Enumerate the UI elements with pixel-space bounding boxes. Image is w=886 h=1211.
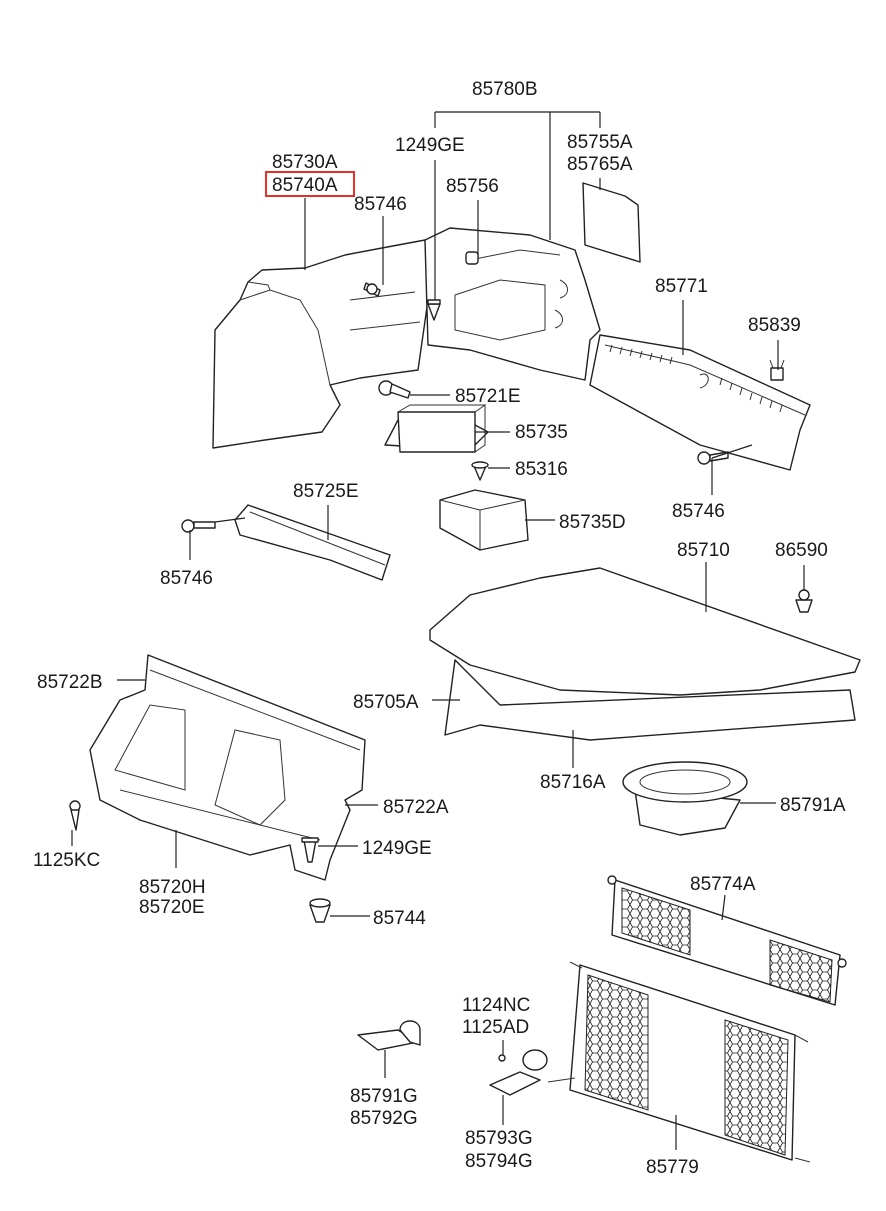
rear-panel-part[interactable] xyxy=(89,654,366,881)
label-85740A: 85740A xyxy=(272,175,338,196)
label-85756: 85756 xyxy=(446,176,499,197)
label-85710: 85710 xyxy=(677,540,730,561)
hook-bracket-part[interactable] xyxy=(357,1020,421,1051)
storage-box-part[interactable] xyxy=(384,404,489,453)
label-85720E: 85720E xyxy=(139,897,205,918)
clip-icon xyxy=(301,837,319,863)
label-1249GE-top: 1249GE xyxy=(395,135,465,156)
label-1125KC: 1125KC xyxy=(33,850,100,871)
label-1249GE-mid: 1249GE xyxy=(362,838,432,859)
highlight-box xyxy=(265,171,355,197)
screw-icon xyxy=(697,451,729,465)
label-85755A: 85755A xyxy=(567,132,633,153)
side-trim-part[interactable] xyxy=(212,239,429,449)
label-85746-top: 85746 xyxy=(354,194,407,215)
trunk-side-panel-part[interactable] xyxy=(424,227,601,381)
screw-icon xyxy=(181,519,216,533)
bolt-icon xyxy=(378,380,411,399)
label-1125AD: 1125AD xyxy=(462,1017,529,1038)
label-85316: 85316 xyxy=(515,459,568,480)
label-85705A: 85705A xyxy=(353,692,419,713)
label-85780B: 85780B xyxy=(472,79,538,100)
label-85793G: 85793G xyxy=(465,1128,533,1149)
clip-icon xyxy=(769,359,785,381)
label-85720H: 85720H xyxy=(139,877,206,898)
screw-icon xyxy=(69,800,81,831)
cover-panel-part[interactable] xyxy=(582,182,641,263)
label-85791A: 85791A xyxy=(780,795,846,816)
label-85722B: 85722B xyxy=(37,672,103,693)
clip-icon xyxy=(427,299,441,321)
label-85771: 85771 xyxy=(655,276,708,297)
leader-lines xyxy=(71,111,805,1150)
label-85774A: 85774A xyxy=(690,874,756,895)
push-pin-icon xyxy=(471,461,489,481)
trunk-floor-board-part[interactable] xyxy=(429,567,861,741)
storage-tray-part[interactable] xyxy=(439,489,529,551)
label-85765A: 85765A xyxy=(567,154,633,175)
label-85792G: 85792G xyxy=(350,1108,418,1129)
label-85716A: 85716A xyxy=(540,772,606,793)
label-85746-left: 85746 xyxy=(160,568,213,589)
label-1124NC: 1124NC xyxy=(462,995,530,1016)
hook-bracket-part[interactable] xyxy=(489,1049,548,1096)
label-85722A: 85722A xyxy=(383,797,449,818)
push-pin-icon xyxy=(309,898,331,923)
label-85744: 85744 xyxy=(373,908,426,929)
sill-plate-part[interactable] xyxy=(589,334,811,471)
label-85746-right: 85746 xyxy=(672,501,725,522)
bracket-part[interactable] xyxy=(234,504,391,581)
holder-cup-part[interactable] xyxy=(622,761,748,836)
cargo-net-large-part[interactable] xyxy=(547,961,811,1163)
label-85779: 85779 xyxy=(646,1157,699,1178)
label-85791G: 85791G xyxy=(350,1086,418,1107)
label-85725E: 85725E xyxy=(293,481,359,502)
label-85839: 85839 xyxy=(748,315,801,336)
screw-icon xyxy=(363,282,381,297)
label-85735: 85735 xyxy=(515,422,568,443)
grommet-icon xyxy=(465,251,479,265)
label-85794G: 85794G xyxy=(465,1151,533,1172)
label-85730A: 85730A xyxy=(272,152,338,173)
label-85721E: 85721E xyxy=(455,386,521,407)
fastener-icon xyxy=(795,589,813,613)
label-86590: 86590 xyxy=(775,540,828,561)
label-85735D: 85735D xyxy=(559,512,626,533)
cargo-net-small-part[interactable] xyxy=(607,875,847,1006)
